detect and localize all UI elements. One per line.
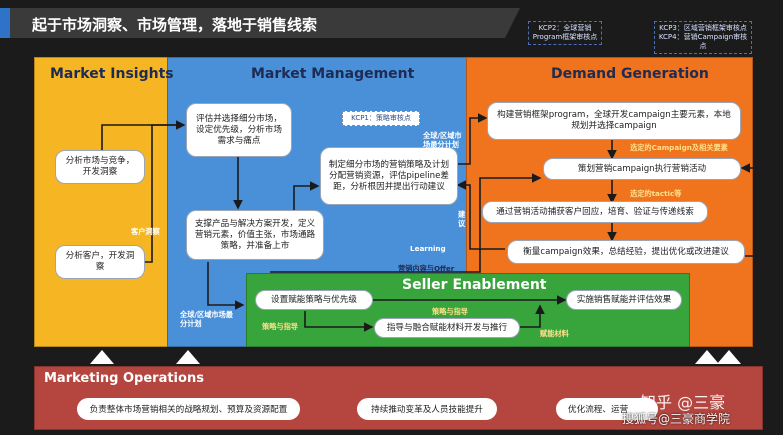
enable-node-strategy: 设置赋能策略与优先级 xyxy=(255,290,373,310)
label-global-plan-2: 全球/区域市场最分计划 xyxy=(180,310,236,328)
enable-node-material: 指导与融合赋能材料开发与推行 xyxy=(374,318,520,338)
label-suggestion: 建议 xyxy=(458,210,466,228)
mgmt-node-segment: 评估并选择细分市场，设定优先级，分析市场需求与痛点 xyxy=(186,103,292,157)
page-title: 起于市场洞察、市场管理，落地于销售线索 xyxy=(32,16,318,34)
watermark-zhihu: 知乎 @三豪 xyxy=(640,393,726,412)
label-strategy-guide-1: 策略与指导 xyxy=(262,322,298,331)
mgmt-node-product: 支撑产品与解决方案开发，定义营销元素，价值主张，市场通路策略，并准备上市 xyxy=(186,210,324,260)
marketing-operations-title: Marketing Operations xyxy=(44,371,204,386)
label-selected-campaign: 选定的Campaign及相关要素 xyxy=(630,143,728,152)
ops-item-change: 持续推动变革及人员技能提升 xyxy=(357,398,497,420)
label-enable-material: 赋能材料 xyxy=(540,329,569,338)
kcp2-line1: KCP2：全球营销 xyxy=(538,24,592,32)
demand-node-capture: 通过营销活动捕获客户回应，培育、验证与传递线索 xyxy=(482,201,708,223)
seller-enablement-title: Seller Enablement xyxy=(402,277,547,293)
kcp34-tag: KCP3：区域营销框架审核点 KCP4：营销Campaign审核点 xyxy=(654,21,752,54)
demand-node-program: 构建营销框架program，全球开发campaign主要元素，本地规划并选择ca… xyxy=(487,102,741,140)
label-content-offer: 营销内容与Offer xyxy=(398,264,455,273)
label-customer-insight: 客户洞察 xyxy=(131,227,160,236)
market-management-title: Market Management xyxy=(251,66,415,82)
insight-node-competition: 分析市场与竞争，开发洞察 xyxy=(55,150,145,184)
label-suggestion-text: 建议 xyxy=(458,210,466,228)
arrow-up-icon xyxy=(90,350,114,364)
mgmt-node-strategy: 制定细分市场的营销策略及计划分配营销资源，评估pipeline差距，分析根因并提… xyxy=(320,147,458,205)
market-insights-title: Market Insights xyxy=(50,66,174,82)
kcp2-tag: KCP2：全球营销 Program框架审核点 xyxy=(528,21,602,45)
label-global-plan: 全球/区域市场最分计划 xyxy=(423,131,463,149)
kcp4-line: KCP4：营销Campaign审核点 xyxy=(658,33,748,50)
insight-node-customer: 分析客户，开发洞察 xyxy=(55,245,145,279)
kcp3-line: KCP3：区域营销框架审核点 xyxy=(659,24,747,32)
demand-node-measure: 衡量campaign效果，总结经验，提出优化或改进建议 xyxy=(507,240,745,264)
arrow-up-icon xyxy=(176,350,200,364)
label-selected-tactic: 选定的tactic等 xyxy=(630,189,682,198)
ops-item-process: 优化流程、运营 xyxy=(556,398,658,420)
demand-generation-title: Demand Generation xyxy=(551,66,709,82)
arrow-up-icon xyxy=(695,350,719,364)
kcp1-tag: KCP1：策略审核点 xyxy=(342,111,420,126)
arrow-up-icon xyxy=(717,350,741,364)
label-global-plan-2-text: 全球/区域市场最分计划 xyxy=(180,310,233,328)
label-global-plan-text: 全球/区域市场最分计划 xyxy=(423,131,462,149)
ops-item-strategy: 负责整体市场营销相关的战略规划、预算及资源配置 xyxy=(77,398,300,420)
enable-node-implement: 实施销售赋能并评估效果 xyxy=(566,290,682,310)
label-learning: Learning xyxy=(410,244,446,253)
kcp2-line2: Program框架审核点 xyxy=(532,33,598,41)
panel-market-insights xyxy=(34,57,169,347)
demand-node-execute: 策划营销campaign执行营销活动 xyxy=(543,158,741,180)
label-strategy-guide-2: 策略与指导 xyxy=(432,307,468,316)
watermark-sohu: 搜狐号@三豪商学院 xyxy=(622,412,731,426)
